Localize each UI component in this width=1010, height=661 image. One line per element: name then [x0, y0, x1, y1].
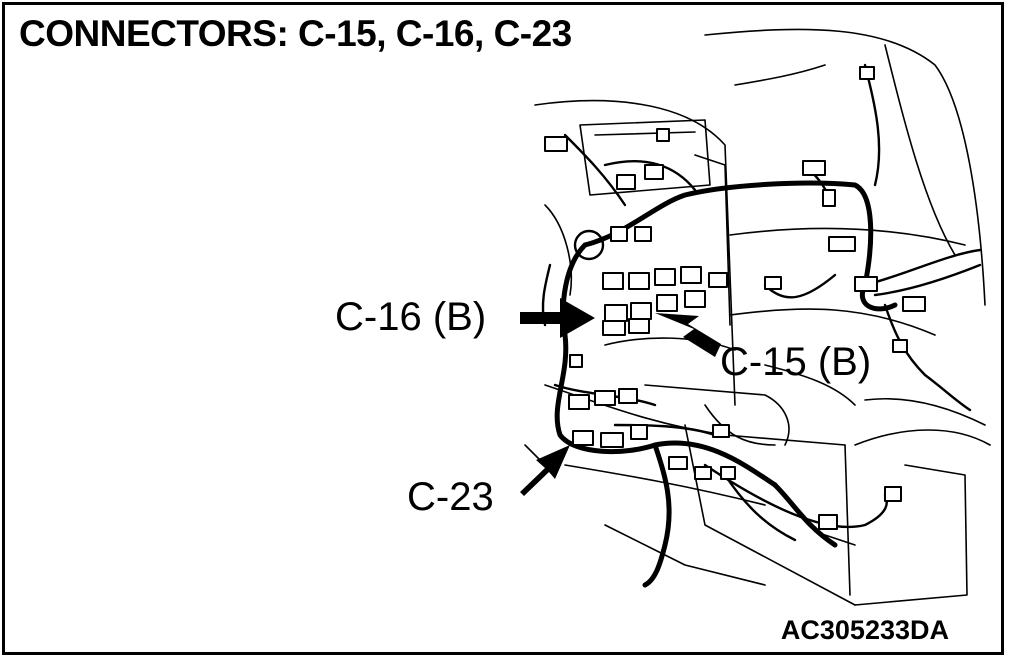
arrow-c23 [520, 445, 570, 496]
arrow-c15 [655, 313, 721, 357]
arrow-c16 [520, 298, 595, 338]
dashboard-outline [524, 28, 991, 606]
connector-blocks [544, 66, 926, 530]
callout-arrows [520, 298, 721, 496]
callout-label-c23: C-23 [407, 475, 494, 519]
page-title: CONNECTORS: C-15, C-16, C-23 [19, 13, 572, 54]
figure-id: AC305233DA [780, 615, 949, 645]
callout-label-c16: C-16 (B) [335, 295, 487, 339]
wiring-harness-illustration [520, 28, 991, 606]
callout-label-c15: C-15 (B) [720, 340, 872, 384]
